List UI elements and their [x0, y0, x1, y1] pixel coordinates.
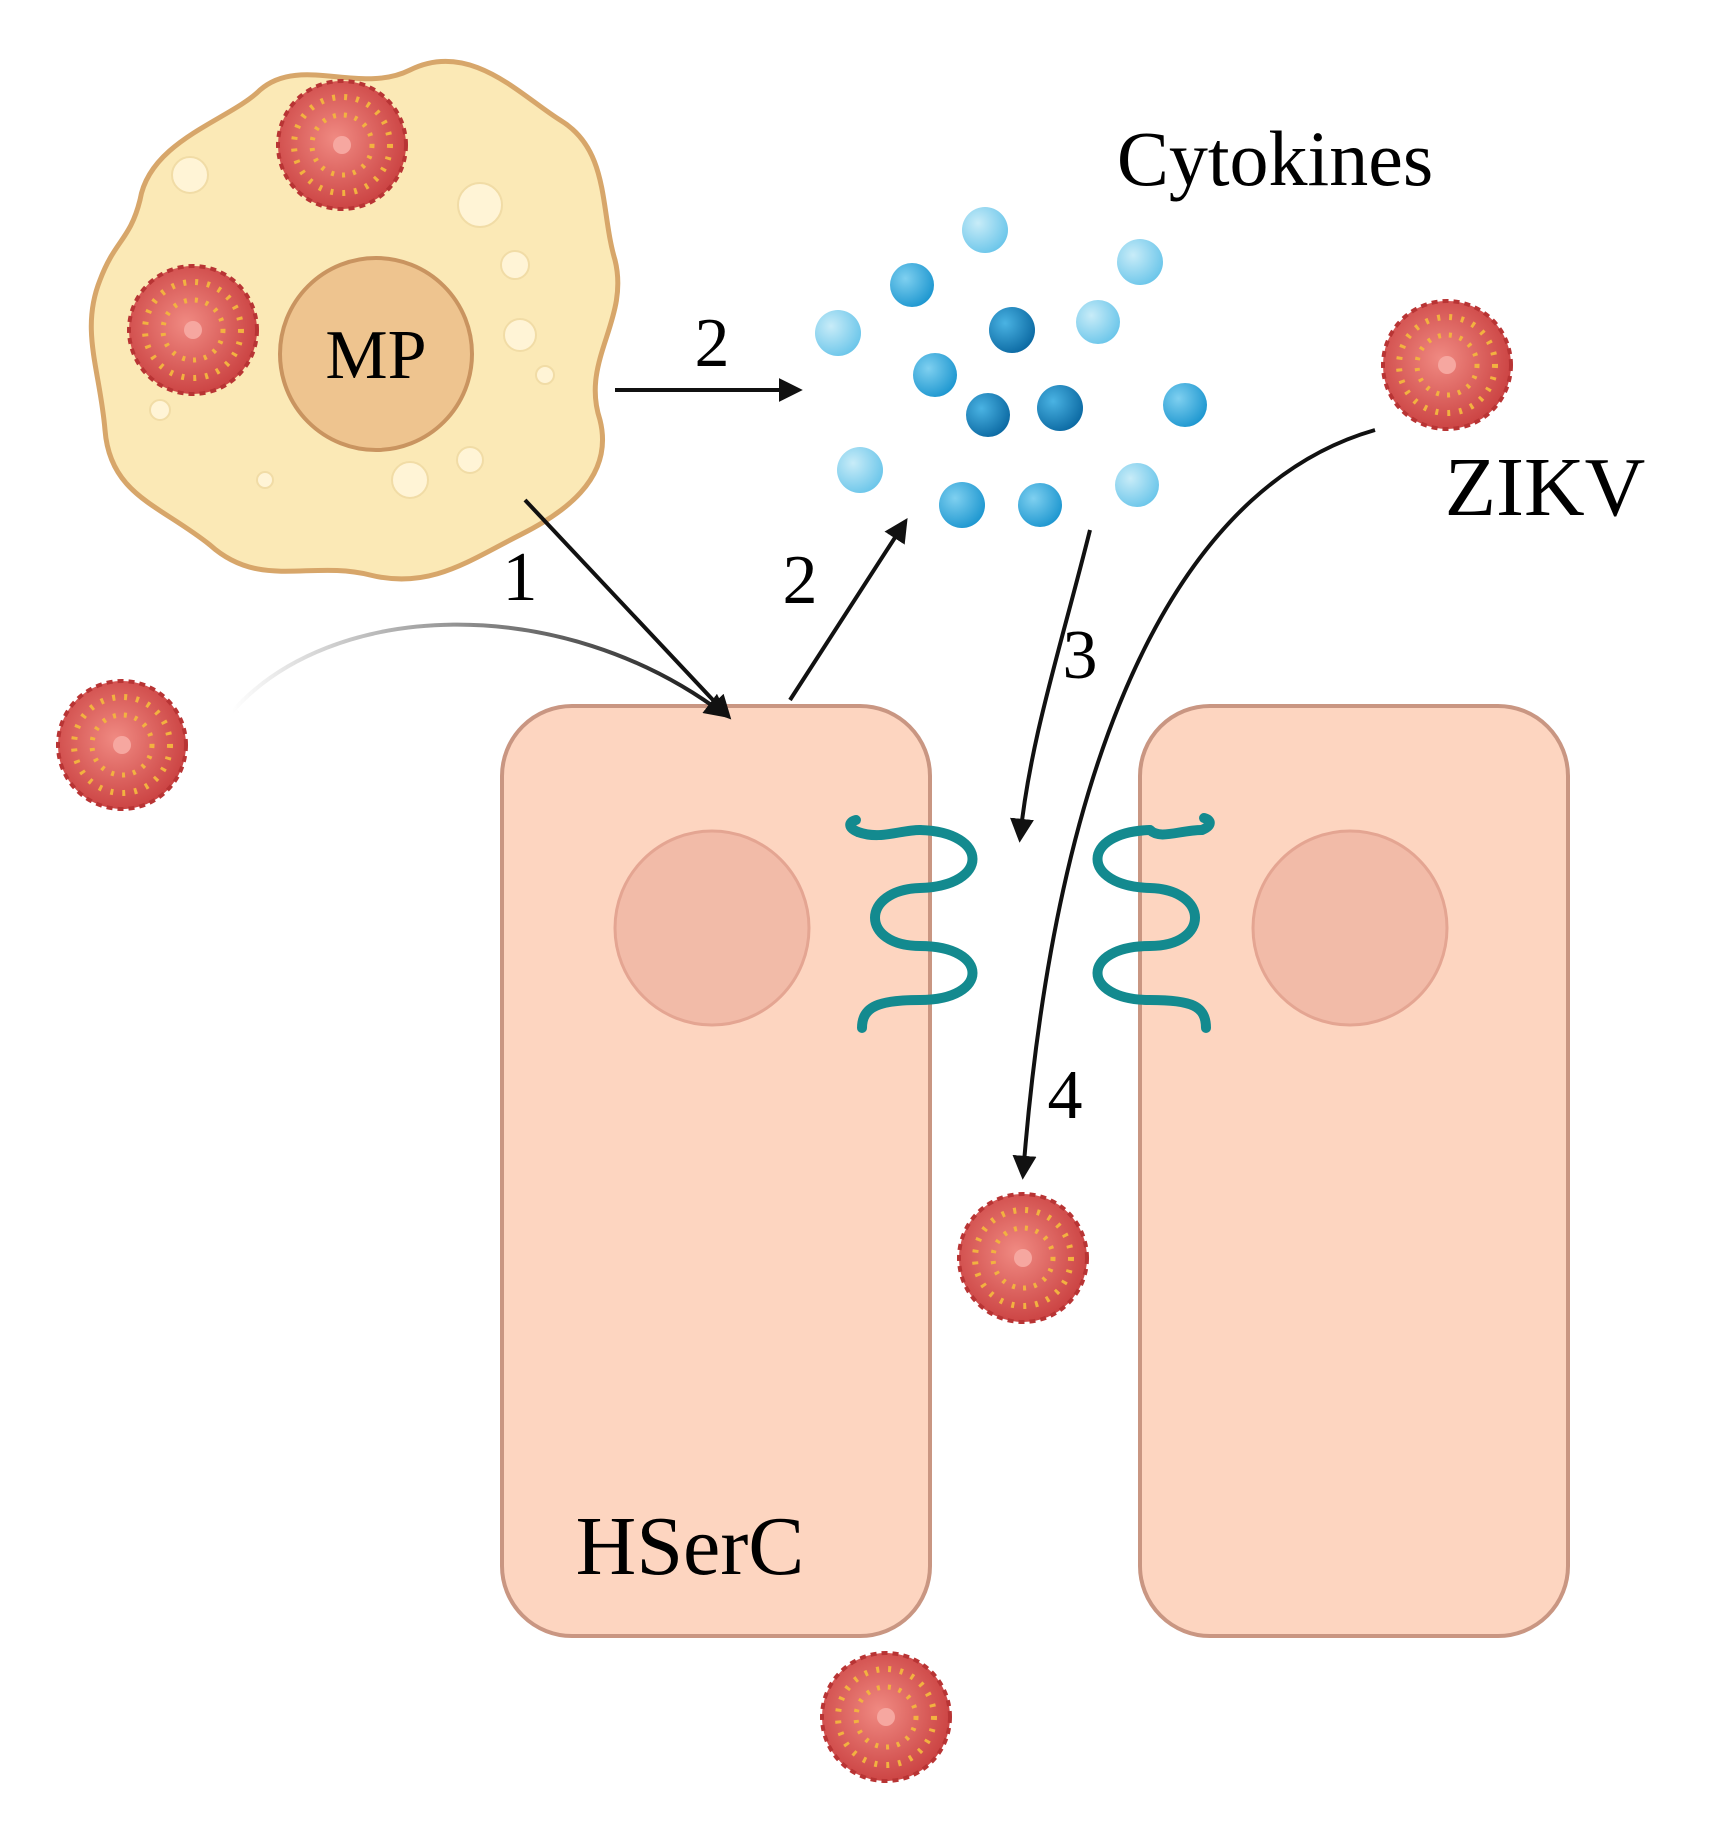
cytokine: [837, 447, 883, 493]
zikv-virion: [56, 679, 188, 811]
step-2-label-mp: 2: [695, 305, 730, 382]
cytokine: [913, 353, 957, 397]
cytokine: [962, 207, 1008, 253]
zikv-virion: [1381, 299, 1513, 431]
step-3-label: 3: [1063, 617, 1098, 694]
tight-junction-right: [1092, 813, 1215, 1033]
arrow-cytokines-to-junction: [1010, 529, 1092, 843]
cytokine: [815, 310, 861, 356]
macrophage-vesicles: [149, 156, 555, 499]
sertoli-nucleus-left: [613, 829, 811, 1027]
zikv-virion: [957, 1192, 1089, 1324]
cytokine: [890, 263, 934, 307]
cytokines-cluster: [815, 207, 1207, 528]
sertoli-cell-label: HSerC: [576, 1500, 805, 1593]
sertoli-cell-right: [1138, 704, 1570, 1638]
zikv-virion: [127, 264, 259, 396]
cytokine: [1018, 483, 1062, 527]
arrow-virus-through-junction: [1012, 428, 1376, 1180]
step-4-label: 4: [1048, 1057, 1083, 1134]
arrow-mp-to-sertoli: [523, 498, 732, 720]
macrophage: MP: [88, 58, 621, 582]
zikv-label: ZIKV: [1445, 441, 1646, 534]
sertoli-cell-left: [500, 704, 932, 1638]
cytokine: [966, 393, 1010, 437]
zikv-virion: [820, 1651, 952, 1783]
step-2-label-sertoli: 2: [783, 542, 818, 619]
step-1-label: 1: [503, 539, 538, 616]
cytokine: [939, 482, 985, 528]
arrows: [230, 378, 1376, 1180]
sertoli-nucleus-right: [1251, 829, 1449, 1027]
macrophage-label: MP: [325, 317, 426, 394]
arrow-virus-to-sertoli: [230, 622, 729, 718]
cytokine: [1037, 385, 1083, 431]
cytokine: [1115, 463, 1159, 507]
tight-junction-left: [845, 815, 978, 1033]
cytokine: [1117, 239, 1163, 285]
macrophage-nucleus: [278, 256, 474, 452]
cytokine: [989, 307, 1035, 353]
cytokines-label: Cytokines: [1117, 115, 1433, 202]
zikv-virion: [276, 79, 408, 211]
cytokine: [1163, 383, 1207, 427]
arrow-sertoli-to-cytokines: [788, 517, 908, 702]
cytokine: [1076, 300, 1120, 344]
